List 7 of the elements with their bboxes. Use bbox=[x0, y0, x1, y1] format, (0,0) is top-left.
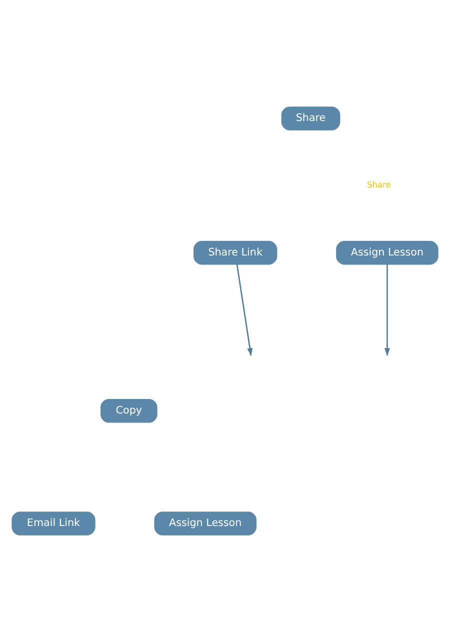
node-box: Assign Lesson bbox=[336, 240, 438, 264]
node-box: Assign Lesson bbox=[154, 511, 257, 535]
node-box: Share Link bbox=[193, 240, 278, 264]
node-box: Email Link bbox=[12, 511, 96, 535]
label: Share bbox=[367, 179, 391, 190]
node-box: Copy bbox=[100, 398, 158, 422]
node-box: Share bbox=[281, 106, 340, 130]
